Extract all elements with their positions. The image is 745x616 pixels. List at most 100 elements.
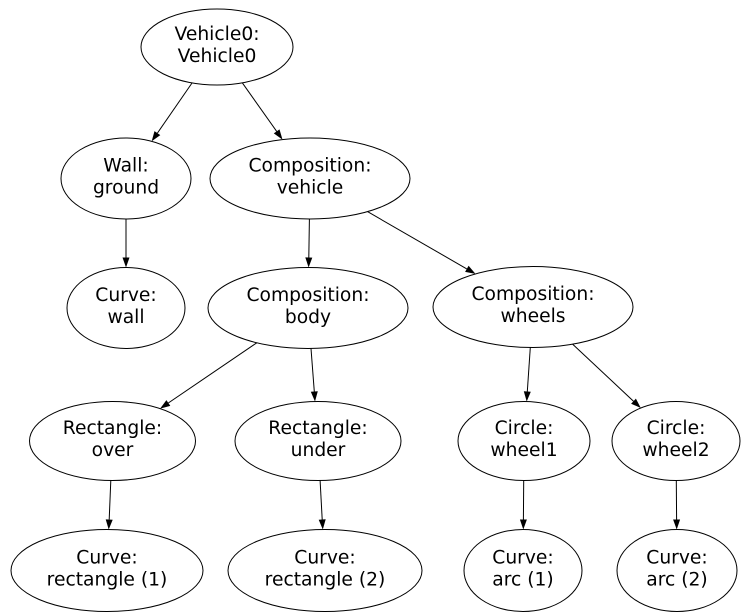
edge-line (572, 343, 634, 402)
node-ellipse (463, 529, 583, 612)
node-label: Curve:rectangle (2) (265, 548, 386, 591)
node-label-line: arc (1) (492, 570, 553, 591)
node-ellipse (207, 267, 409, 349)
node-label: Wall:ground (93, 156, 159, 199)
node-label-line: Circle: (647, 418, 706, 439)
node-curve-wall: Curve:wall (66, 267, 186, 349)
node-composition-body: Composition:body (207, 267, 409, 349)
edge-line (156, 82, 193, 134)
node-ellipse (60, 137, 192, 220)
edge-composition-wheels-to-circle-wheel1 (523, 347, 531, 402)
arrowhead-icon (631, 398, 641, 408)
node-ellipse (66, 267, 186, 349)
edge-rectangle-under-to-curve-rectangle-2 (318, 480, 326, 530)
edge-line (168, 342, 258, 404)
node-label: Circle:wheel2 (642, 418, 709, 461)
node-rectangle-under: Rectangle:under (234, 401, 402, 481)
node-label-line: vehicle (277, 178, 344, 199)
arrowhead-icon (151, 131, 161, 142)
node-label-line: wheels (500, 306, 565, 327)
node-label-line: Vehicle0 (178, 46, 257, 67)
edge-line (308, 218, 310, 258)
node-circle-wheel1: Circle:wheel1 (457, 401, 591, 481)
node-label: Vehicle0:Vehicle0 (174, 24, 259, 67)
arrowhead-icon (310, 391, 318, 402)
arrowhead-icon (519, 519, 527, 530)
edge-vehicle0-to-composition-vehicle (241, 82, 283, 140)
node-label: Composition:wheels (471, 284, 594, 327)
node-ellipse (209, 137, 411, 220)
edge-circle-wheel1-to-curve-arc-1 (519, 480, 527, 530)
node-label-line: Composition: (248, 156, 371, 177)
node-label-line: Wall: (103, 156, 148, 177)
arrowhead-icon (273, 129, 283, 140)
node-label: Curve:wall (95, 285, 156, 328)
node-ellipse (29, 401, 196, 481)
edge-circle-wheel2-to-curve-arc-2 (673, 480, 681, 530)
node-label-line: rectangle (2) (265, 570, 386, 591)
arrowhead-icon (305, 257, 313, 268)
node-label: Curve:rectangle (1) (47, 548, 168, 591)
arrowhead-icon (160, 400, 171, 409)
node-vehicle0: Vehicle0:Vehicle0 (140, 8, 294, 86)
arrowhead-icon (523, 391, 531, 402)
edge-composition-vehicle-to-composition-wheels (367, 211, 476, 274)
node-curve-rectangle-1: Curve:rectangle (1) (10, 529, 204, 612)
node-ellipse (611, 401, 741, 481)
node-label-line: arc (2) (646, 570, 707, 591)
node-label: Curve:arc (2) (646, 548, 707, 591)
node-label-line: wheel1 (490, 440, 557, 461)
edge-vehicle0-to-wall-ground (151, 82, 193, 142)
edge-line (310, 348, 315, 392)
node-label-line: Curve: (294, 548, 355, 569)
node-label: Composition:vehicle (248, 156, 371, 199)
node-composition-vehicle: Composition:vehicle (209, 137, 411, 220)
node-label-line: Curve: (492, 548, 553, 569)
node-ellipse (227, 529, 423, 612)
edge-line (526, 347, 531, 392)
node-label-line: rectangle (1) (47, 570, 168, 591)
node-circle-wheel2: Circle:wheel2 (611, 401, 741, 481)
edge-wall-ground-to-curve-wall (122, 219, 130, 268)
arrowhead-icon (318, 519, 326, 530)
node-label-line: Vehicle0: (174, 24, 259, 45)
node-label-line: over (92, 440, 134, 461)
node-ellipse (10, 529, 204, 612)
node-ellipse (234, 401, 402, 481)
node-label-line: Composition: (246, 285, 369, 306)
node-label-line: under (291, 440, 346, 461)
edge-rectangle-over-to-curve-rectangle-1 (105, 480, 113, 530)
node-label-line: Curve: (646, 548, 707, 569)
node-label: Composition:body (246, 285, 369, 328)
node-label-line: Curve: (76, 548, 137, 569)
node-label-line: Composition: (471, 284, 594, 305)
node-label-line: body (285, 307, 331, 328)
node-curve-rectangle-2: Curve:rectangle (2) (227, 529, 423, 612)
node-curve-arc-2: Curve:arc (2) (616, 529, 738, 612)
node-curve-arc-1: Curve:arc (1) (463, 529, 583, 612)
edge-line (367, 211, 468, 270)
node-label-line: Curve: (95, 285, 156, 306)
node-label-line: Rectangle: (63, 418, 162, 439)
edge-line (108, 480, 112, 520)
edge-line (241, 82, 278, 132)
node-ellipse (616, 529, 738, 612)
node-label: Rectangle:over (63, 418, 162, 461)
node-ellipse (432, 266, 634, 348)
node-label: Curve:arc (1) (492, 548, 553, 591)
node-rectangle-over: Rectangle:over (29, 401, 196, 481)
node-label-line: Circle: (495, 418, 554, 439)
arrowhead-icon (673, 519, 681, 530)
arrowhead-icon (465, 265, 476, 274)
arrowhead-icon (105, 519, 113, 530)
node-ellipse (140, 8, 294, 86)
arrowhead-icon (122, 257, 130, 268)
node-label-line: wall (107, 307, 144, 328)
node-wall-ground: Wall:ground (60, 137, 192, 220)
node-label-line: wheel2 (642, 440, 709, 461)
node-label-line: Rectangle: (268, 418, 367, 439)
edge-line (319, 480, 323, 520)
node-label: Circle:wheel1 (490, 418, 557, 461)
